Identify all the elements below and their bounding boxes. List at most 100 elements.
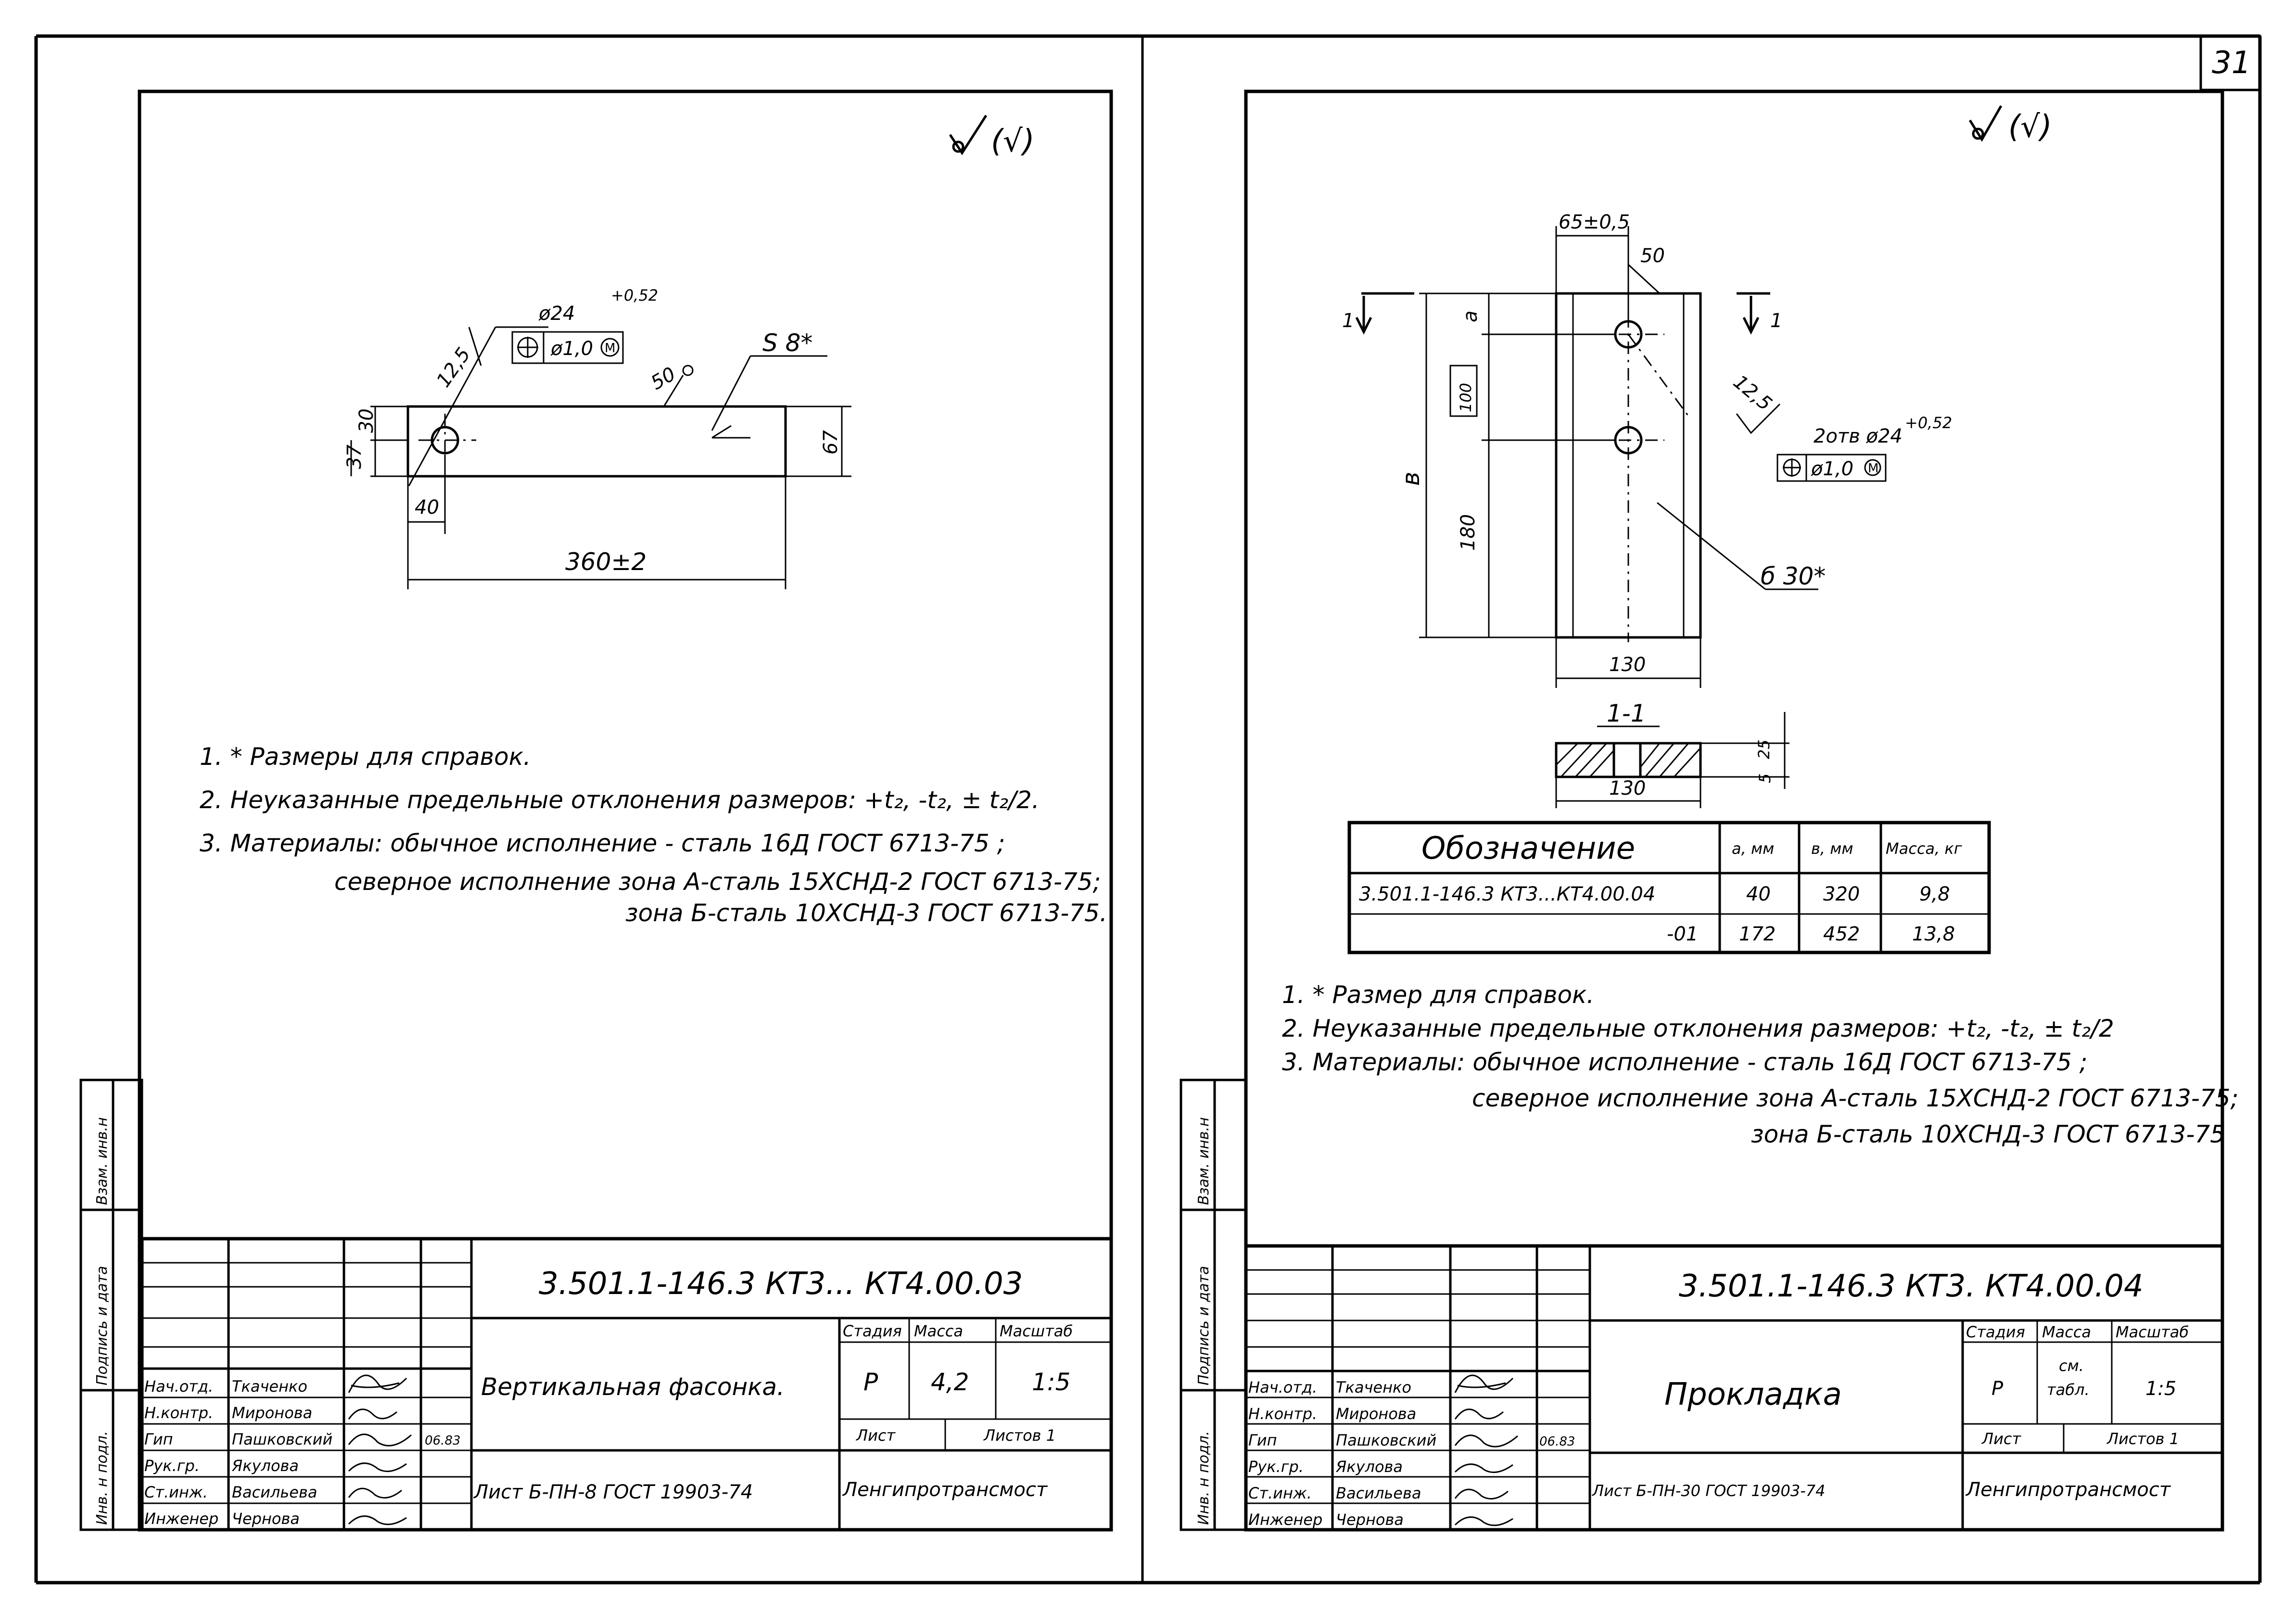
left-staff-role-5: Инженер — [144, 1510, 218, 1528]
right-spec-table: Обозначение а, мм в, мм Масса, кг 3.501.… — [1347, 821, 1991, 954]
right-section-label: 1-1 — [1607, 699, 1646, 727]
right-stage-label: Стадия — [1966, 1323, 2025, 1341]
right-staff-role-0: Нач.отд. — [1248, 1378, 1317, 1396]
right-surface-mark-text: (√) — [2008, 109, 2052, 145]
left-side-label-inv: Инв. н подл. — [94, 1431, 111, 1525]
spec-row-1-mass: 13,8 — [1912, 923, 1955, 945]
page-number: 31 — [2212, 45, 2251, 81]
left-doc-code: 3.501.1-146.3 КТ3... КТ4.00.03 — [539, 1266, 1023, 1302]
left-dim-67: 67 — [820, 430, 842, 455]
left-staff-name-1: Миронова — [232, 1404, 312, 1422]
right-hole-tol: +0,52 — [1905, 414, 1952, 432]
right-dim-100: 100 — [1457, 383, 1475, 412]
left-sheets-label: Листов 1 — [983, 1426, 1056, 1445]
left-staff-name-0: Ткаченко — [232, 1377, 307, 1396]
right-scale-label: Масштаб — [2116, 1323, 2189, 1341]
right-sheets-label: Листов 1 — [2106, 1430, 2179, 1448]
right-dim-180: 180 — [1457, 514, 1479, 551]
right-organization: Ленгипротрансмост — [1965, 1479, 2171, 1501]
left-roughness: 12,5 — [432, 343, 475, 391]
left-notes: 1. * Размеры для справок. 2. Неуказанные… — [200, 743, 1107, 927]
left-side-stamp: Инв. н подл. Подпись и дата Взам. инв.н — [79, 1079, 143, 1531]
left-title: Вертикальная фасонка. — [481, 1373, 785, 1401]
right-staff-role-3: Рук.гр. — [1248, 1458, 1304, 1476]
left-stage: Р — [863, 1368, 878, 1396]
right-side-label-sign: Подпись и дата — [1195, 1266, 1212, 1386]
left-hole-dia: ø24 — [538, 303, 575, 325]
left-thickness: S 8* — [762, 329, 812, 357]
right-sheet-label: Лист — [1981, 1430, 2021, 1448]
spec-header-mass: Масса, кг — [1886, 839, 1962, 858]
spec-row-1-designation: -01 — [1667, 923, 1698, 945]
right-section-view: 1-1 130 25 5 — [1555, 699, 1789, 808]
left-side-label-sign: Подпись и дата — [94, 1266, 111, 1386]
right-side-label-inv: Инв. н подл. — [1195, 1431, 1212, 1525]
spec-row-0-mass: 9,8 — [1919, 883, 1950, 905]
left-surface-mark-text: (√) — [991, 124, 1035, 159]
left-hole-tol: +0,52 — [611, 286, 658, 305]
right-holes: 2отв ø24 — [1814, 425, 1903, 447]
left-dim-30: 30 — [355, 408, 378, 433]
left-scale: 1:5 — [1032, 1368, 1070, 1396]
left-date-mark: 06.83 — [425, 1434, 460, 1448]
right-staff-name-5: Чернова — [1336, 1510, 1404, 1529]
spec-row-1-b: 452 — [1823, 923, 1860, 945]
right-dim-130: 130 — [1609, 654, 1646, 676]
right-scale: 1:5 — [2145, 1378, 2176, 1400]
left-mass-label: Масса — [914, 1322, 963, 1340]
left-title-block: 3.501.1-146.3 КТ3... КТ4.00.03 Вертикаль… — [140, 1237, 1113, 1532]
right-sheet: (√) 65±0,5 50 1 — [1180, 89, 2238, 1532]
right-staff-role-5: Инженер — [1248, 1510, 1322, 1529]
right-note-2: 2. Неуказанные предельные отклонения раз… — [1282, 1015, 2114, 1042]
right-mass-line2: табл. — [2047, 1381, 2090, 1399]
left-note-4: северное исполнение зона А-сталь 15ХСНД-… — [334, 868, 1101, 896]
right-title-block: 3.501.1-146.3 КТ3. КТ4.00.04 Прокладка Л… — [1244, 1244, 2224, 1532]
right-section-width: 130 — [1609, 777, 1646, 800]
left-sheet-label: Лист — [856, 1426, 896, 1445]
left-position-tol: ø1,0 — [550, 338, 593, 360]
spec-header-a: а, мм — [1732, 839, 1774, 858]
left-staff-role-4: Ст.инж. — [144, 1483, 208, 1501]
right-title: Прокладка — [1664, 1377, 1842, 1412]
right-note-1: 1. * Размер для справок. — [1282, 981, 1594, 1009]
right-staff-name-2: Пашковский — [1336, 1431, 1436, 1449]
right-mass-line1: см. — [2059, 1357, 2084, 1375]
left-part: ø24 +0,52 ø1,0 M 12,5 50 S 8* 37 30 — [343, 286, 851, 589]
right-signatures — [1454, 1374, 1518, 1526]
right-staff-role-2: Гип — [1248, 1431, 1277, 1449]
left-dim-37: 37 — [343, 444, 366, 469]
left-position-modifier: M — [605, 341, 615, 355]
right-date-mark: 06.83 — [1539, 1434, 1575, 1449]
right-notes: 1. * Размер для справок. 2. Неуказанные … — [1282, 981, 2238, 1148]
right-note-3: 3. Материалы: обычное исполнение - сталь… — [1282, 1048, 2088, 1076]
left-sheet: (√) ø24 +0,52 ø1,0 M 12,5 — [79, 89, 1113, 1532]
right-dim-b: в — [1397, 472, 1425, 486]
right-staff-role-4: Ст.инж. — [1248, 1484, 1312, 1502]
left-staff-role-3: Рук.гр. — [144, 1457, 200, 1475]
spec-row-0-b: 320 — [1823, 883, 1860, 905]
right-cut-mark-left: 1 — [1342, 310, 1354, 332]
outer-frame — [34, 34, 2262, 1585]
left-staff-name-2: Пашковский — [232, 1430, 332, 1448]
right-staff-role-1: Н.контр. — [1248, 1405, 1317, 1423]
left-side-label-replace: Взам. инв.н — [94, 1117, 111, 1205]
left-staff-role-2: Гип — [144, 1430, 173, 1448]
left-signatures — [348, 1374, 412, 1525]
left-surface-mark: (√) — [949, 114, 1035, 159]
spec-row-1-a: 172 — [1739, 923, 1776, 945]
right-cut-mark-right: 1 — [1770, 310, 1782, 332]
section-hatching — [1555, 742, 1701, 778]
right-dim-25: 25 — [1755, 739, 1773, 759]
left-staff-name-4: Васильева — [232, 1483, 317, 1501]
left-note-5: зона Б-сталь 10ХСНД-3 ГОСТ 6713-75. — [625, 899, 1107, 927]
left-dim-40: 40 — [415, 496, 439, 519]
spec-row-0-a: 40 — [1746, 883, 1771, 905]
right-roughness: 12,5 — [1729, 371, 1776, 415]
right-dim-5: 5 — [1756, 774, 1774, 783]
page-number-box: 31 — [2199, 35, 2261, 91]
right-position-tol: ø1,0 — [1811, 458, 1853, 480]
right-note-5: зона Б-сталь 10ХСНД-3 ГОСТ 6713-75 — [1751, 1120, 2225, 1148]
right-dim-a: а — [1459, 310, 1482, 322]
left-scale-label: Масштаб — [1000, 1322, 1073, 1340]
right-mass-label: Масса — [2042, 1323, 2091, 1341]
